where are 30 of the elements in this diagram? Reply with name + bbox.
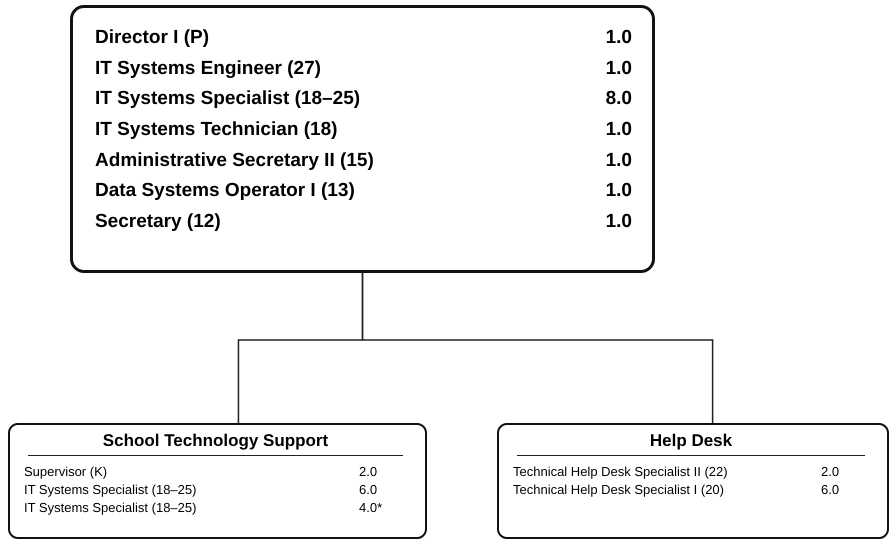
fte-value: 1.0 xyxy=(606,118,632,142)
fte-value: 2.0 xyxy=(821,464,840,481)
box-heading: School Technology Support xyxy=(28,431,403,456)
position-box xyxy=(70,5,655,273)
position-box xyxy=(497,423,889,539)
position-title: IT Systems Specialist (18–25) xyxy=(24,482,198,499)
position-title: Director I (P) xyxy=(95,26,210,50)
position-title: Technical Help Desk Specialist I (20) xyxy=(513,482,725,499)
position-box xyxy=(8,423,427,539)
fte-value: 1.0 xyxy=(606,179,632,204)
fte-value: 1.0 xyxy=(606,26,632,50)
fte-value: 6.0 xyxy=(359,482,378,499)
fte-value: 1.0 xyxy=(606,56,632,81)
position-title: Secretary (12) xyxy=(95,210,222,234)
position-title: Supervisor (K) xyxy=(24,464,108,481)
connector-line xyxy=(362,273,714,423)
fte-value: 8.0 xyxy=(606,87,632,112)
fte-value: 2.0 xyxy=(359,464,378,481)
fte-value: 1.0 xyxy=(606,210,632,234)
fte-value: 4.0* xyxy=(359,500,384,517)
fte-value: 1.0 xyxy=(606,148,632,173)
position-title: IT Systems Specialist (18–25) xyxy=(24,500,198,517)
position-title: Data Systems Operator I (13) xyxy=(95,179,356,204)
fte-value: 6.0 xyxy=(821,482,840,499)
position-title: IT Systems Engineer (27) xyxy=(95,56,322,81)
position-title: IT Systems Technician (18) xyxy=(95,118,339,142)
position-title: Administrative Secretary II (15) xyxy=(95,148,375,173)
position-title: Technical Help Desk Specialist II (22) xyxy=(513,464,729,481)
position-title: IT Systems Specialist (18–25) xyxy=(95,87,362,112)
box-heading: Help Desk xyxy=(517,431,865,456)
